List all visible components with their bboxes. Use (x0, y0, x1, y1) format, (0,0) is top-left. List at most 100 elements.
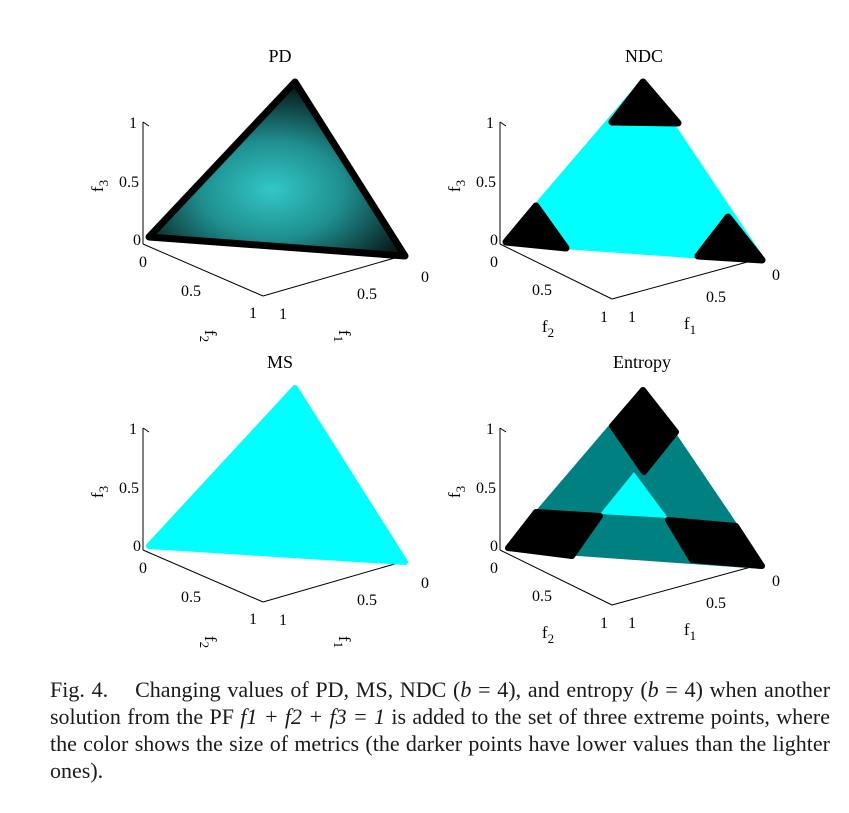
svg-text:f2: f2 (542, 317, 554, 340)
svg-text:f3: f3 (88, 180, 111, 192)
f2-tick-0.5: 0.5 (532, 282, 552, 299)
f3-axis-label: f3 (88, 180, 111, 192)
f2-sub: 2 (548, 325, 555, 340)
panel-entropy: Entropy 1 0.5 0 f3 0 0.5 1 f2 1 0.5 0 (445, 352, 780, 646)
svg-text:f3: f3 (445, 180, 468, 192)
f1-label: f (684, 620, 690, 639)
ndc-light-region (503, 79, 765, 263)
entropy-dark-right (665, 517, 765, 569)
f1-label: f (335, 330, 354, 336)
caption-eq-1: = 4), and entropy ( (471, 677, 648, 702)
f3-label: f (88, 186, 107, 192)
f1-axis-label: f1 (331, 636, 354, 648)
f2-tick-0: 0 (490, 560, 498, 577)
caption-var-b2: b (647, 677, 659, 702)
f3-tick-0.5: 0.5 (119, 174, 139, 191)
f1-tick-0.5: 0.5 (357, 286, 377, 303)
f2-sub: 2 (548, 631, 555, 646)
ndc-dark-corner-left (502, 202, 570, 252)
f3-tick-1: 1 (129, 115, 137, 132)
f3-sub: 3 (453, 486, 468, 493)
f2-tick-1: 1 (600, 615, 608, 632)
entropy-dark-left (505, 509, 603, 559)
f3-label: f (88, 492, 107, 498)
entropy-dark-top (609, 387, 679, 475)
panel-axes (499, 121, 763, 300)
f1-tick-0: 0 (421, 269, 429, 286)
f1-tick-1: 1 (628, 309, 636, 326)
svg-text:f2: f2 (197, 636, 220, 648)
f3-sub: 3 (453, 180, 468, 187)
figure-caption: Fig. 4. Changing values of PD, MS, NDC (… (50, 676, 830, 784)
caption-text-2: is added to the set of three extreme poi… (50, 704, 830, 783)
figure-4: PD 1 0.5 0 f3 0 0.5 1 f2 1 0.5 0 f1 NDC (88, 46, 780, 648)
f1-label: f (335, 636, 354, 642)
ndc-surface (502, 78, 766, 264)
f1-tick-0: 0 (772, 573, 780, 590)
f1-tick-1: 1 (628, 615, 636, 632)
caption-var-b1: b (460, 677, 472, 702)
f1-axis-label: f1 (331, 330, 354, 342)
f3-label: f (445, 186, 464, 192)
f1-label: f (684, 314, 690, 333)
f1-tick-1: 1 (279, 306, 287, 323)
f3-axis-label: f3 (88, 486, 111, 498)
svg-text:f2: f2 (197, 330, 220, 342)
f3-label: f (445, 492, 464, 498)
f2-tick-0.5: 0.5 (181, 283, 201, 300)
f3-axis-label: f3 (445, 180, 468, 192)
f2-axis-label: f2 (197, 636, 220, 648)
f1-sub: 1 (331, 642, 346, 649)
panel-ms: MS 1 0.5 0 f3 0 0.5 1 f2 1 0.5 0 f1 (88, 352, 429, 648)
f2-label: f (542, 623, 548, 642)
ndc-dark-corner-top (608, 78, 682, 127)
panel-title: Entropy (613, 352, 671, 372)
f2-tick-1: 1 (249, 305, 257, 322)
f2-tick-0: 0 (490, 254, 498, 271)
ms-surface (146, 385, 408, 565)
svg-text:f1: f1 (331, 330, 354, 342)
f1-tick-0: 0 (772, 267, 780, 284)
f1-tick-0.5: 0.5 (706, 595, 726, 612)
f2-label: f (201, 330, 220, 336)
f3-tick-1: 1 (486, 421, 494, 438)
f2-tick-1: 1 (600, 309, 608, 326)
svg-text:f1: f1 (331, 636, 354, 648)
panel-title: MS (267, 352, 293, 372)
panel-axes (499, 427, 763, 606)
f3-axis-label: f3 (445, 486, 468, 498)
caption-label: Fig. 4. (50, 677, 109, 702)
f1-tick-1: 1 (279, 612, 287, 629)
f3-tick-0.5: 0.5 (476, 174, 496, 191)
f3-tick-0.5: 0.5 (476, 480, 496, 497)
f1-tick-0.5: 0.5 (357, 592, 377, 609)
entropy-light-center (600, 472, 668, 518)
entropy-surface (505, 387, 765, 569)
f2-tick-0.5: 0.5 (181, 589, 201, 606)
f1-sub: 1 (690, 322, 697, 337)
svg-text:f2: f2 (542, 623, 554, 646)
pd-surface (145, 78, 409, 260)
panel-pd: PD 1 0.5 0 f3 0 0.5 1 f2 1 0.5 0 f1 (88, 46, 429, 342)
f2-axis-label: f2 (542, 623, 554, 646)
f3-tick-0: 0 (133, 538, 141, 555)
panel-ndc: NDC 1 0.5 0 f3 0 0.5 1 f2 1 0.5 0 f1 (445, 46, 780, 340)
caption-text-1: Changing values of PD, MS, NDC ( (135, 677, 461, 702)
f3-tick-0: 0 (133, 232, 141, 249)
f1-axis-label: f1 (684, 620, 696, 643)
panel-axes (142, 427, 406, 603)
caption-formula: f1 + f2 + f3 = 1 (240, 704, 386, 729)
f2-label: f (542, 317, 548, 336)
f2-axis-label: f2 (542, 317, 554, 340)
f2-sub: 2 (197, 336, 212, 343)
f2-tick-0: 0 (139, 560, 147, 577)
svg-text:f3: f3 (88, 486, 111, 498)
f3-tick-0: 0 (490, 538, 498, 555)
panel-axes (142, 121, 406, 297)
f3-tick-1: 1 (486, 115, 494, 132)
f1-tick-0.5: 0.5 (706, 289, 726, 306)
svg-text:f1: f1 (684, 620, 696, 643)
f2-label: f (201, 636, 220, 642)
f3-tick-0.5: 0.5 (119, 480, 139, 497)
f3-tick-0: 0 (490, 232, 498, 249)
